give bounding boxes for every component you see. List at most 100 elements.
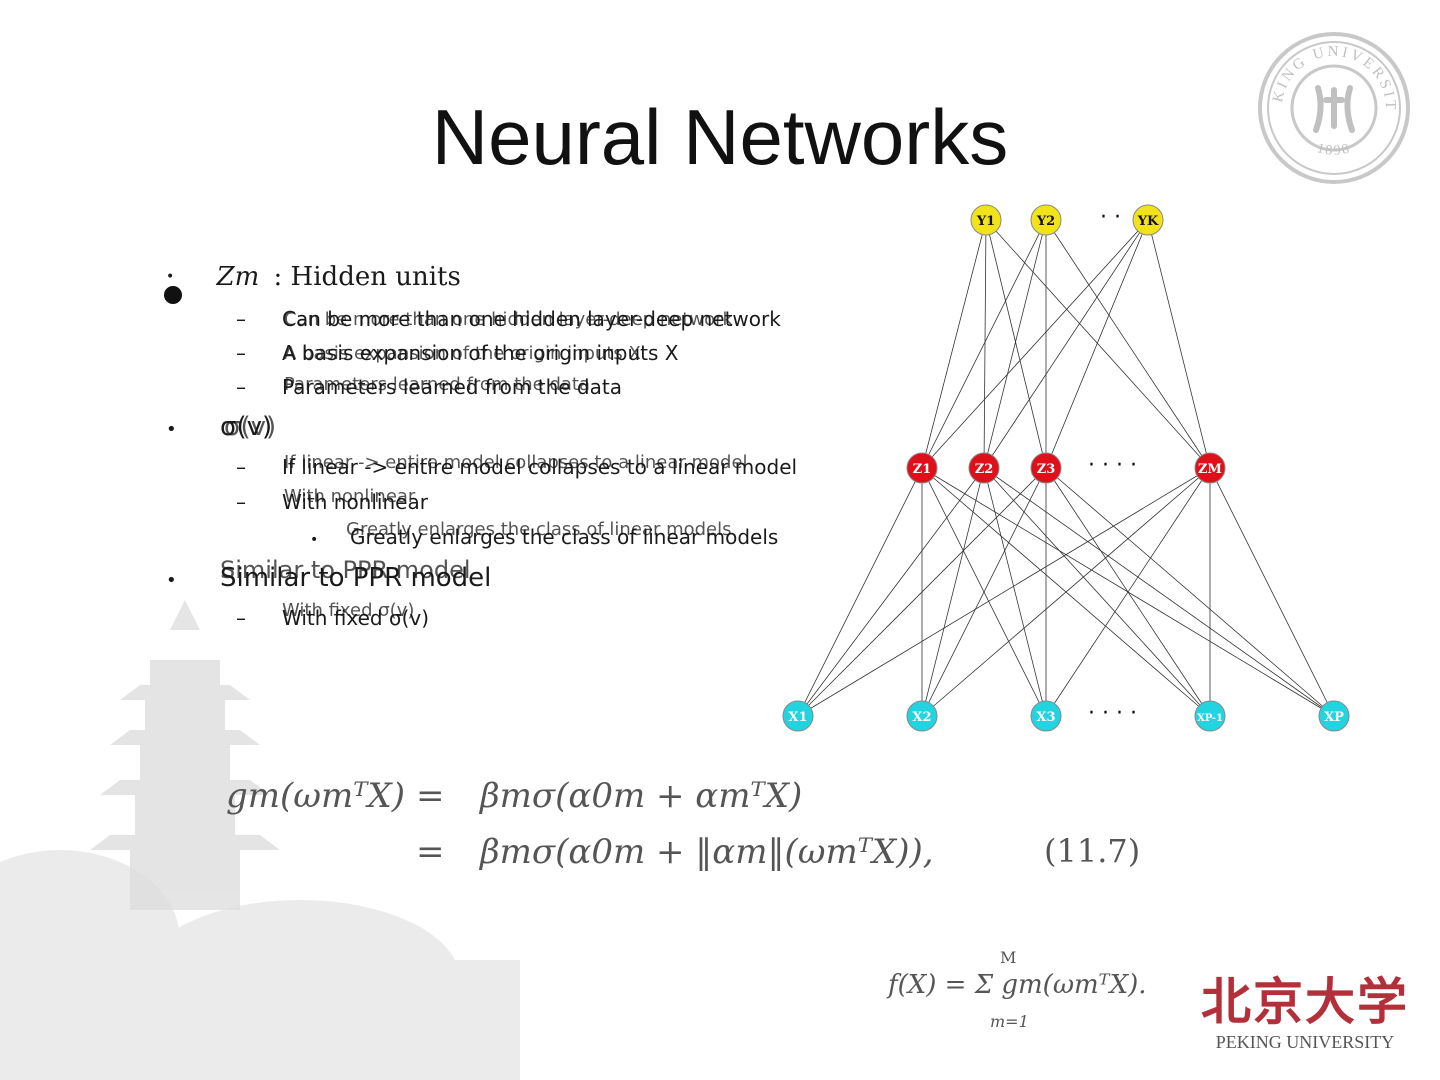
network-edge [921,467,1047,717]
network-edge [1209,467,1335,717]
input-node-circle [1030,700,1062,732]
output-node-y1: Y1 [970,204,1002,236]
sum-lower-limit: m=1 [990,1012,1029,1031]
network-edge [1045,467,1211,717]
eq-line1-rhs: βmσ(α0m + αmᵀX) [480,776,803,816]
zm-sub-ghost: Can be more than one hidden layer-deep n… [284,309,733,330]
network-edge [983,219,1047,469]
input-node-label: XP-1 [1197,713,1223,724]
hidden-node-label: Z2 [975,462,994,477]
zm-sub-text: A basis expansion of the origin inputs X [282,341,679,365]
network-edge [983,219,1149,469]
input-node-circle [782,700,814,732]
logo-chinese-name: 北京大学 [1201,972,1409,1031]
input-node-xp-1: XP-1 [1194,700,1226,732]
sigma-subsub-text: Greatly enlarges the class of linear mod… [350,525,779,549]
svg-text:1898: 1898 [1315,141,1353,159]
output-node-circle [970,204,1002,236]
hidden-node-zm: ZM [1194,452,1226,484]
eq-line2-equals: = [416,832,445,872]
eq-line1-lhs: gm(ωmᵀX) [226,776,405,816]
output-node-yk: YK [1132,204,1164,236]
peking-university-logo: 北京大学 PEKING UNIVERSITY [1198,962,1412,1053]
sigma-sub-text: If linear -> entire model collapses to a… [282,455,798,479]
sigma-sub-item: – With nonlinear With nonlinear [236,486,428,514]
network-edge [797,467,923,717]
hidden-node-label: Z3 [1037,462,1056,477]
output-node-y2: Y2 [1030,204,1062,236]
ppr-sub-text: With fixed σ(v) [282,606,430,630]
input-node-circle [906,700,938,732]
network-edge [921,219,1047,469]
hidden-node-circle [968,452,1000,484]
network-nodes: Y1 Y2 YK Z1 Z2 Z3 ZM X1 X2 X3 XP-1 XP [782,204,1350,732]
hidden-node-z3: Z3 [1030,452,1062,484]
ppr-sub-item: – With fixed σ(v) With fixed σ(v) [236,600,430,630]
network-edge [983,467,1211,717]
sigma-sub-item: – If linear -> entire model collapses to… [236,452,798,479]
input-node-circle [1194,700,1226,732]
ppr-ghost: Similar to PPR model [220,556,471,584]
sigma-sub-text: With nonlinear [282,490,428,514]
output-node-circle [1030,204,1062,236]
sigma-sub-ghost: If linear -> entire model collapses to a… [284,452,748,473]
zm-sub-item: – A basis expansion of the origin inputs… [236,341,679,365]
sigma-ghost: σ(v) [224,412,277,442]
input-node-x2: X2 [906,700,938,732]
network-edge [1045,219,1211,469]
network-edges [797,219,1335,717]
network-edge [985,219,1211,469]
network-edge [983,467,1335,717]
sum-upper-limit: M [1000,948,1017,967]
network-edge [983,219,987,469]
zm-sub-item: – Parameters learned from the data Param… [236,374,622,399]
network-edge [797,467,1047,717]
network-edge [1147,219,1211,469]
fx-expression: f(X) = Σ gm(ωmᵀX). [888,970,1147,1000]
input-node-label: X2 [912,710,931,725]
zm-sub-item: – Can be more than one hidden layer-deep… [236,307,781,331]
input-node-x3: X3 [1030,700,1062,732]
zm-sub-ghost: Parameters learned from the data [284,374,590,395]
zm-label: : Hidden units [273,262,461,292]
network-edge [921,467,1211,717]
network-edge [921,219,987,469]
hidden-node-label: Z1 [913,462,932,477]
network-edge [985,219,1047,469]
zm-sub-ghost: A basis expansion of the origin inputs X [284,343,641,364]
slide-title: Neural Networks [431,93,1009,181]
output-node-circle [1132,204,1164,236]
logo-english-name: PEKING UNIVERSITY [1215,1032,1395,1052]
input-node-circle [1318,700,1350,732]
output-node-label: Y1 [976,214,995,229]
neural-network-diagram: Y1 Y2 YK Z1 Z2 Z3 ZM X1 X2 X3 XP-1 XP · · · · · · ·… [782,204,1350,732]
bullet-ppr: • Similar to PPR model Similar to PPR mo… [166,556,492,593]
output-node-label: YK [1137,214,1159,229]
zm-sub-text: Parameters learned from the data [282,375,622,399]
sigma-text: σ(v) [220,412,273,442]
ellipsis-bottom: · · · · [1088,701,1137,726]
ppr-text: Similar to PPR model [220,563,492,593]
input-node-label: X1 [788,710,807,725]
ellipsis-top: · · [1100,205,1121,230]
input-node-x1: X1 [782,700,814,732]
eq-line2-rhs: βmσ(α0m + ‖αm‖(ωmᵀX)), [480,832,934,872]
eq-line1-equals: = [416,776,445,816]
network-edge [797,467,1211,717]
ellipsis-middle: · · · · [1088,453,1137,478]
output-node-label: Y2 [1036,214,1055,229]
zm-symbol: Zm [216,262,260,292]
sigma-subsub-item: • Greatly enlarges the class of linear m… [310,519,779,549]
ppr-sub-ghost: With fixed σ(v) [282,600,415,621]
hidden-node-label: ZM [1198,462,1222,477]
network-edge [1045,219,1149,469]
bullet-zm: • Zm : Hidden units [166,262,461,292]
input-node-xp: XP [1318,700,1350,732]
hidden-node-circle [1030,452,1062,484]
pagoda-background-image [0,600,520,1080]
eq-number: (11.7) [1044,832,1141,870]
network-edge [921,467,985,717]
university-seal-logo: PEKING UNIVERSITY 1898 [1256,30,1410,184]
network-edge [797,467,985,717]
